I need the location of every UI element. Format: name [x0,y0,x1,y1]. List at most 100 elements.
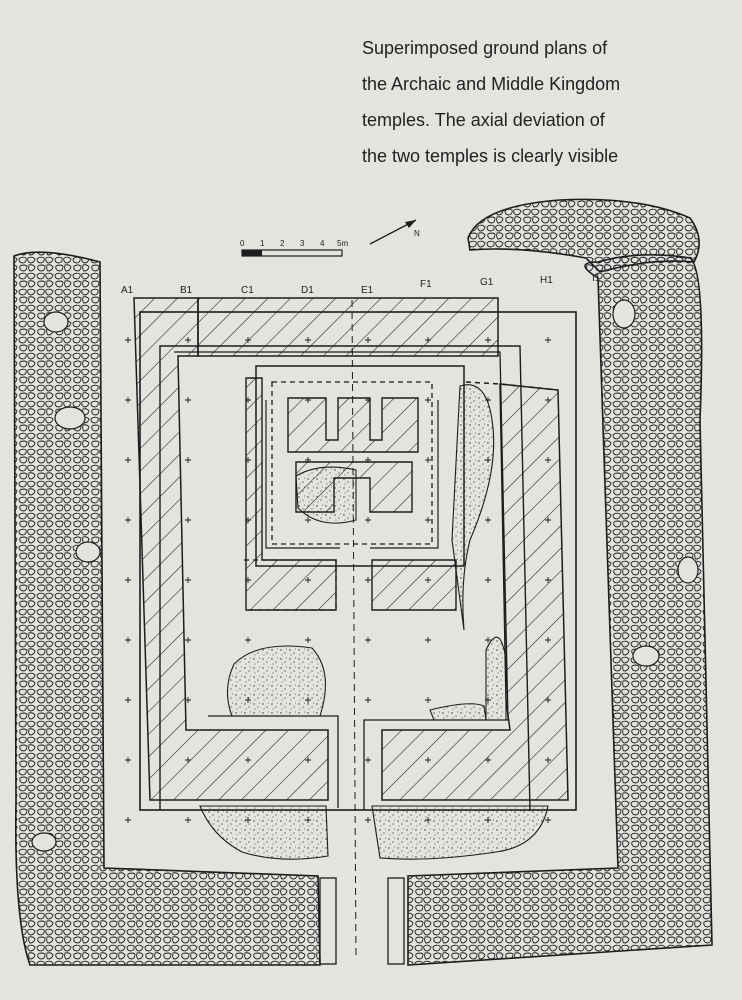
grid-cross-13 [425,397,431,403]
grid-cross-58 [245,757,251,763]
scale-bar: 0 1 2 3 4 5m [240,239,348,257]
grid-cross-52 [365,697,371,703]
grid-cross-29 [425,517,431,523]
grid-label-d1: D1 [301,285,314,296]
grid-cross-9 [185,397,191,403]
grid-cross-57 [185,757,191,763]
arrow-head-icon [405,220,416,228]
grid-cross-5 [425,337,431,343]
grid-label-f1: F1 [420,279,432,290]
grid-label-c1: C1 [241,285,254,296]
scale-tick-1: 1 [260,239,265,248]
grid-cross-69 [425,817,431,823]
grid-cross-60 [365,757,371,763]
grid-cross-31 [545,517,551,523]
grid-cross-6 [485,337,491,343]
grid-cross-61 [425,757,431,763]
archaic-temple-walls [133,297,569,801]
grid-cross-35 [305,577,311,583]
caption-line-3: temples. The axial deviation of [362,110,605,130]
grid-cross-40 [125,637,131,643]
grid-cross-39 [545,577,551,583]
north-label: N [414,229,420,238]
grid-cross-4 [365,337,371,343]
grid-cross-54 [485,697,491,703]
grid-cross-59 [305,757,311,763]
grid-cross-25 [185,517,191,523]
grid-cross-55 [545,697,551,703]
grid-cross-37 [425,577,431,583]
grid-cross-42 [245,637,251,643]
grid-cross-7 [545,337,551,343]
grid-reference-crosses [125,337,551,823]
grid-cross-19 [305,457,311,463]
grid-cross-30 [485,517,491,523]
grid-cross-22 [485,457,491,463]
grid-cross-8 [125,397,131,403]
grid-cross-71 [545,817,551,823]
grid-cross-20 [365,457,371,463]
stippled-deposits [199,384,549,860]
inner-sanctuary [244,365,465,611]
scale-tick-2: 2 [280,239,285,248]
scale-tick-5m: 5m [337,239,348,248]
north-arrow: N [369,219,420,245]
grid-cross-32 [125,577,131,583]
grid-cross-63 [545,757,551,763]
grid-cross-16 [125,457,131,463]
grid-column-labels: A1 B1 C1 D1 E1 F1 G1 H1 I1 [121,273,601,296]
grid-cross-62 [485,757,491,763]
temple-axis [319,299,405,965]
grid-cross-44 [365,637,371,643]
grid-cross-56 [125,757,131,763]
grid-cross-46 [485,637,491,643]
grid-cross-15 [545,397,551,403]
grid-cross-18 [245,457,251,463]
scale-tick-3: 3 [300,239,305,248]
grid-cross-33 [185,577,191,583]
grid-cross-1 [185,337,191,343]
grid-label-a1: A1 [121,285,134,296]
caption-line-4: the two temples is clearly visible [362,146,619,166]
grid-cross-17 [185,457,191,463]
grid-cross-34 [245,577,251,583]
scale-tick-4: 4 [320,239,325,248]
rubble-enclosure-wall [13,198,713,966]
grid-cross-28 [365,517,371,523]
grid-cross-64 [125,817,131,823]
middle-kingdom-temple-outlines [139,311,577,811]
grid-cross-66 [245,817,251,823]
grid-cross-14 [485,397,491,403]
grid-cross-38 [485,577,491,583]
grid-cross-53 [425,697,431,703]
grid-cross-26 [245,517,251,523]
caption-line-1: Superimposed ground plans of [362,38,608,58]
grid-cross-70 [485,817,491,823]
grid-label-i1: I1 [592,273,601,284]
grid-cross-24 [125,517,131,523]
grid-cross-3 [305,337,311,343]
grid-cross-65 [185,817,191,823]
grid-cross-27 [305,517,311,523]
scale-tick-0: 0 [240,239,245,248]
figure-caption: Superimposed ground plans of the Archaic… [362,30,734,174]
grid-cross-10 [245,397,251,403]
grid-cross-43 [305,637,311,643]
grid-cross-21 [425,457,431,463]
grid-cross-51 [305,697,311,703]
caption-line-2: the Archaic and Middle Kingdom [362,74,621,94]
grid-cross-0 [125,337,131,343]
grid-cross-48 [125,697,131,703]
grid-label-h1: H1 [540,275,553,286]
grid-cross-45 [425,637,431,643]
grid-cross-36 [365,577,371,583]
grid-cross-2 [245,337,251,343]
grid-label-g1: G1 [480,277,494,288]
grid-cross-23 [545,457,551,463]
grid-cross-41 [185,637,191,643]
grid-cross-49 [185,697,191,703]
grid-cross-47 [545,637,551,643]
grid-cross-12 [365,397,371,403]
